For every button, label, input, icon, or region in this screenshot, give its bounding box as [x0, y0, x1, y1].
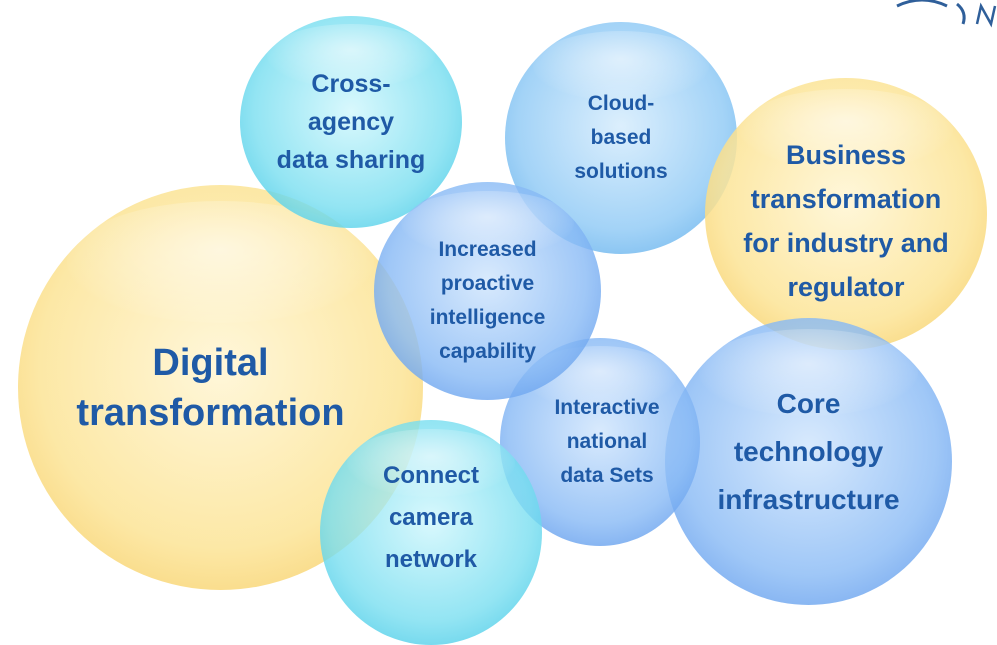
bubble-increased-intelligence: Increased proactive intelligence capabil… — [374, 182, 601, 400]
bubble-cross-agency-label: Cross- agency data sharing — [276, 70, 426, 174]
bubble-connect-camera: Connect camera network — [320, 420, 542, 645]
bubble-core-technology: Core technology infrastructure — [665, 318, 952, 605]
bubble-business-transformation-label: Business transformation for industry and… — [743, 140, 949, 302]
bubble-core-technology-label: Core technology infrastructure — [717, 387, 900, 515]
bubble-business-transformation: Business transformation for industry and… — [705, 78, 987, 350]
corner-logo-icon — [896, 0, 997, 28]
bubble-increased-intelligence-label: Increased proactive intelligence capabil… — [429, 238, 546, 363]
bubble-cloud-based-label: Cloud- based solutions — [574, 92, 668, 183]
bubble-connect-camera-label: Connect camera network — [383, 461, 479, 573]
bubble-cross-agency: Cross- agency data sharing — [240, 16, 462, 228]
bubble-digital-transformation-label: Digital transformation — [76, 341, 345, 434]
bubble-interactive-data-sets-label: Interactive national data Sets — [554, 396, 660, 487]
